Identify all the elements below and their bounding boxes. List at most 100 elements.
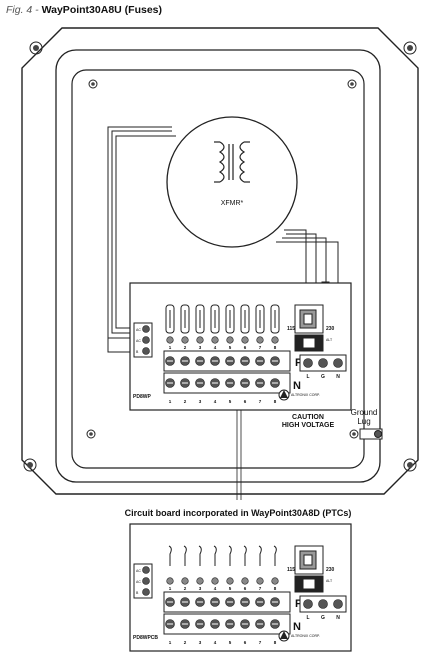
caution-line-1: CAUTION [292, 414, 324, 421]
brand-label: ALTRONIX CORP. [291, 393, 320, 397]
ptc-main-fuse-holder [294, 575, 324, 593]
corner-screw-top-left [29, 41, 43, 55]
fuse-1 [165, 304, 175, 334]
enclosure-inner-panel [55, 49, 381, 483]
bottom-output-number-8: 8 [274, 399, 277, 404]
ptc-voltage-230-label: 230 [326, 567, 335, 573]
input-terminal-label-2: AC [136, 339, 141, 343]
caption-separator: - [32, 4, 42, 16]
ptc-bottom-output-number-6: 6 [244, 640, 247, 645]
top-output-number-3: 3 [199, 345, 202, 350]
corner-screw-bottom-left [23, 458, 37, 472]
input-terminal-label-1: AC [136, 328, 141, 332]
top-output-number-6: 6 [244, 345, 247, 350]
bottom-output-number-3: 3 [199, 399, 202, 404]
ptc-negative-label: N [293, 621, 301, 633]
ptc-board-model-label: PD8WPCB [133, 635, 158, 641]
bottom-output-number-7: 7 [259, 399, 262, 404]
backplate [71, 69, 365, 469]
ptc-aux-label: ALT [326, 579, 333, 583]
ptc-bottom-output-numbers: 1 2 3 4 5 6 7 8 [169, 640, 277, 645]
led-row [166, 336, 279, 344]
ptc-line-terminal-label-g: G [321, 615, 325, 621]
ptc-bottom-output-number-4: 4 [214, 640, 217, 645]
line-terminal-label-g: G [321, 374, 325, 380]
fuse-row [165, 304, 280, 334]
positive-label: P [295, 357, 302, 369]
ptc-brand-label: ALTRONIX CORP. [291, 634, 320, 638]
figure-title: WayPoint30A8U (Fuses) [41, 4, 162, 16]
bottom-output-number-4: 4 [214, 399, 217, 404]
figure-caption: Fig. 4 - WayPoint30A8U (Fuses) [6, 4, 162, 16]
ptc-top-output-number-3: 3 [199, 586, 202, 591]
voltage-230-label: 230 [326, 326, 335, 332]
ptc-top-output-number-5: 5 [229, 586, 232, 591]
top-output-number-7: 7 [259, 345, 262, 350]
ptc-ac-line-terminal-block [299, 595, 347, 613]
ground-lug: Ground Lug [351, 408, 383, 440]
ptc-voltage-selector [294, 545, 324, 575]
negative-terminal-block [163, 372, 291, 394]
ptc-bottom-output-number-7: 7 [259, 640, 262, 645]
ptc-top-output-number-4: 4 [214, 586, 217, 591]
negative-label: N [293, 380, 301, 392]
caution-note: CAUTION HIGH VOLTAGE [282, 414, 335, 429]
ptc-bottom-output-number-2: 2 [184, 640, 187, 645]
fuse-6 [240, 304, 250, 334]
ptc-row [168, 545, 277, 566]
ptc-brand-logo: ALTRONIX CORP. [278, 630, 320, 642]
top-output-number-8: 8 [274, 345, 277, 350]
backplate-screw-top-right [347, 79, 357, 89]
corner-screw-bottom-right [403, 458, 417, 472]
ptc-top-output-numbers: 1 2 3 4 5 6 7 8 [169, 586, 277, 591]
ptc-bottom-output-number-3: 3 [199, 640, 202, 645]
ptc-bottom-output-number-5: 5 [229, 640, 232, 645]
top-output-number-1: 1 [169, 345, 172, 350]
figure-number: Fig. 4 [6, 4, 33, 16]
bottom-output-number-6: 6 [244, 399, 247, 404]
backplate-screw-top-left [88, 79, 98, 89]
ptc-line-terminal-label-n: N [336, 615, 340, 621]
transformer: XFMR* [166, 116, 298, 248]
enclosure [21, 27, 419, 495]
ptc-top-output-number-7: 7 [259, 586, 262, 591]
backplate-screw-bottom-right [349, 429, 359, 439]
voltage-115-label: 115 [287, 326, 295, 332]
board-model-label: PD8WP [133, 394, 151, 400]
ptc-line-terminal-label-l: L [306, 615, 309, 621]
ptc-input-terminal-label-3: B [136, 591, 139, 595]
ptc-input-terminal-block: AC AC B [133, 563, 153, 599]
transformer-symbol [214, 141, 250, 183]
ptc-positive-terminal-block [163, 591, 291, 613]
bottom-output-number-1: 1 [169, 399, 172, 404]
backplate-screw-bottom-left [86, 429, 96, 439]
ptc-board-subcaption: Circuit board incorporated in WayPoint30… [125, 508, 352, 518]
ptc-top-output-number-8: 8 [274, 586, 277, 591]
top-output-number-4: 4 [214, 345, 217, 350]
top-output-numbers: 1 2 3 4 5 6 7 8 [169, 345, 277, 350]
ptc-bottom-output-number-1: 1 [169, 640, 172, 645]
enclosure-outline [21, 27, 419, 495]
ptc-circuit-board: 1 2 3 4 5 6 7 8 P [129, 523, 352, 652]
ground-lug-line-2: Lug [357, 417, 370, 426]
ptc-top-output-number-2: 2 [184, 586, 187, 591]
ptc-input-terminal-label-1: AC [136, 569, 141, 573]
ptc-voltage-115-label: 115 [287, 567, 295, 573]
ptc-top-output-number-1: 1 [169, 586, 172, 591]
ptc-top-output-number-6: 6 [244, 586, 247, 591]
top-output-number-2: 2 [184, 345, 187, 350]
line-terminal-label-n: N [336, 374, 340, 380]
caution-line-2: HIGH VOLTAGE [282, 422, 335, 429]
ground-lug-line-1: Ground [351, 408, 378, 417]
brand-logo: ALTRONIX CORP. [278, 389, 320, 401]
corner-screw-top-right [403, 41, 417, 55]
transformer-label: XFMR* [221, 200, 244, 207]
top-output-number-5: 5 [229, 345, 232, 350]
ac-line-terminal-block [299, 354, 347, 372]
fuse-5 [225, 304, 235, 334]
aux-label: ALT [326, 338, 333, 342]
fuse-3 [195, 304, 205, 334]
ptc-input-terminal-label-2: AC [136, 580, 141, 584]
input-terminal-label-3: B [136, 350, 139, 354]
